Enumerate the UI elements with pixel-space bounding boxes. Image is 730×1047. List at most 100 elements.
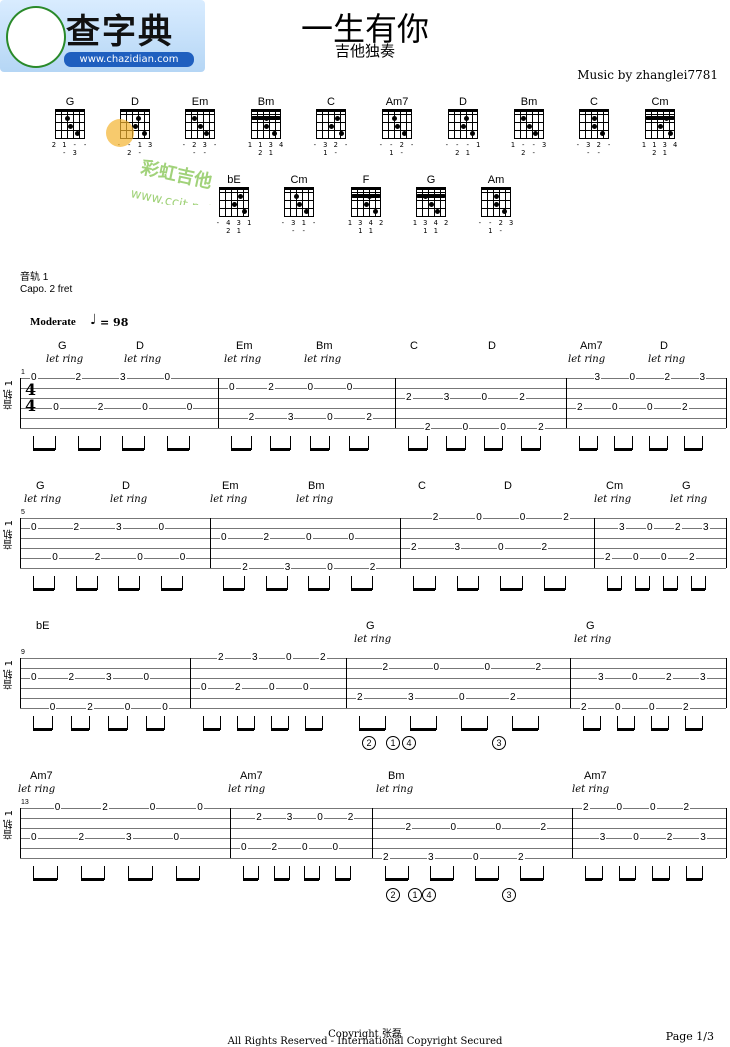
fret-number: 0 <box>518 512 527 523</box>
logo-text: 查字典 <box>66 12 174 52</box>
fret-number: 0 <box>432 662 441 673</box>
finger-dot <box>521 116 526 121</box>
note-stem <box>104 866 106 880</box>
fret-number: 3 <box>285 812 294 823</box>
note-stem <box>349 866 351 880</box>
fret-number: 0 <box>302 682 310 693</box>
fret-number: 2 <box>72 522 81 533</box>
string-line <box>20 818 726 819</box>
note-stem <box>478 576 480 590</box>
finger-dot <box>464 116 469 121</box>
note-stem <box>75 576 77 590</box>
rights-notice: All Rights Reserved - International Copy… <box>227 1036 503 1047</box>
string-line <box>20 838 726 839</box>
fret-number: 2 <box>368 562 377 573</box>
chord-diagram: Cm- 3 1 - - - <box>277 174 321 235</box>
beam <box>166 448 189 451</box>
fret-number: 2 <box>267 382 275 393</box>
fret-number: 0 <box>615 802 624 813</box>
fret-number: 0 <box>458 692 466 703</box>
measure-number: 9 <box>20 648 26 658</box>
fret-number: 0 <box>648 702 656 713</box>
note-stem <box>305 716 306 730</box>
finger-dot <box>192 116 197 121</box>
fret-number: 2 <box>431 512 440 523</box>
finger-dot <box>423 194 428 199</box>
beam <box>649 448 667 451</box>
finger-dot <box>272 131 277 136</box>
note-stem <box>596 436 598 450</box>
fret-number: 3 <box>427 852 435 863</box>
finger-numbers: - 4 3 1 2 1 <box>215 219 253 235</box>
string-line <box>20 548 726 549</box>
fret-number: 0 <box>48 702 57 713</box>
chord-name: Cm <box>290 174 308 186</box>
fret-number: 2 <box>582 802 590 813</box>
fret-number: 2 <box>93 552 102 563</box>
beam <box>223 588 245 591</box>
note-stem <box>486 716 488 730</box>
beam <box>652 878 669 881</box>
fretboard-grid <box>351 187 381 217</box>
chord-label: Bm <box>316 340 333 352</box>
note-stem <box>33 576 34 590</box>
beam <box>512 728 538 731</box>
string-line <box>20 558 726 559</box>
note-stem <box>685 866 687 880</box>
finger-dot <box>232 202 237 207</box>
beam <box>77 448 100 451</box>
chord-diagram: Am- - 2 3 1 - <box>474 174 518 235</box>
beam <box>203 728 220 731</box>
finger-dot <box>470 131 475 136</box>
logo-url[interactable]: www.chazidian.com <box>64 52 194 67</box>
fret-number: 3 <box>119 372 127 383</box>
note-stem <box>304 866 305 880</box>
beam <box>350 588 372 591</box>
beam <box>160 588 182 591</box>
note-stem <box>483 436 485 450</box>
barline <box>20 808 21 858</box>
note-stem <box>286 576 288 590</box>
note-stem <box>702 866 704 880</box>
fret-number: 0 <box>475 512 483 523</box>
note-stem <box>607 576 608 590</box>
beam <box>614 448 632 451</box>
fret-number: 3 <box>597 672 605 683</box>
chord-name: Cm <box>651 96 669 108</box>
note-stem <box>668 716 669 730</box>
fret-number: 0 <box>649 802 657 813</box>
beam <box>583 728 600 731</box>
note-stem <box>108 716 109 730</box>
chord-label: D <box>504 480 512 492</box>
let-ring-marking: let ring <box>110 494 148 505</box>
fret-number: 0 <box>30 372 38 383</box>
chord-label: C <box>418 480 426 492</box>
note-stem <box>288 866 290 880</box>
chord-label: G <box>586 620 595 632</box>
fretboard-grid <box>251 109 281 139</box>
let-ring-marking: let ring <box>224 354 262 365</box>
finger-dot <box>335 116 340 121</box>
fret-number: 2 <box>665 672 673 683</box>
finger-dot <box>494 202 499 207</box>
chord-label: G <box>682 480 691 492</box>
track-side-label: 音轨 1 <box>4 520 15 550</box>
string-number-circle: 1 <box>408 888 422 902</box>
note-stem <box>456 576 458 590</box>
measure-number: 1 <box>20 368 26 378</box>
fretboard-grid <box>185 109 215 139</box>
beam <box>175 878 200 881</box>
site-logo[interactable]: 查字典 www.chazidian.com <box>0 0 205 72</box>
beam <box>108 728 127 731</box>
fret-number: 2 <box>509 692 517 703</box>
note-stem <box>175 866 177 880</box>
fret-number: 2 <box>404 822 413 833</box>
note-stem <box>461 716 462 730</box>
barline <box>210 518 211 568</box>
fret-number: 2 <box>663 372 672 383</box>
fret-number: 2 <box>101 802 109 813</box>
let-ring-marking: let ring <box>24 494 62 505</box>
fret-number: 0 <box>331 842 340 853</box>
